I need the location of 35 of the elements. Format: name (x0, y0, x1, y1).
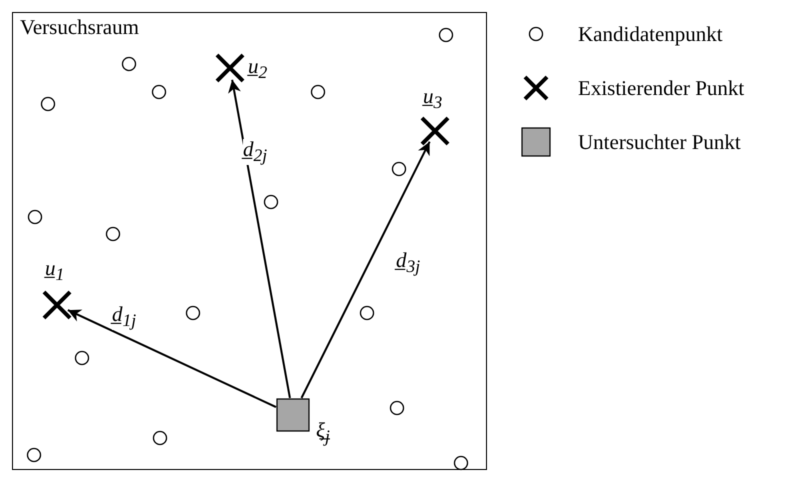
experiment-space-frame (12, 12, 487, 470)
point-label: u̲$_{2}$ (248, 56, 268, 82)
legend-label: Untersuchter Punkt (578, 130, 741, 155)
arrow (228, 80, 291, 398)
candidate-point (438, 26, 454, 42)
candidate-point (26, 208, 42, 224)
candidate-point (120, 56, 136, 72)
candidate-point (40, 96, 56, 112)
candidate-point (152, 430, 168, 446)
candidate-point (184, 304, 200, 320)
examined-point-square (276, 398, 310, 432)
candidate-point (452, 454, 468, 470)
existing-point-cross (212, 50, 246, 84)
arrow (67, 309, 276, 408)
candidate-point (390, 160, 406, 176)
edge-label: d̲$_{3j}$ (396, 250, 420, 276)
point-label: u̲$_{1}$ (45, 258, 64, 284)
edge-label: d̲$_{2j}$ (243, 139, 268, 165)
legend-label: Kandidatenpunkt (578, 22, 723, 47)
legend-label: Existierender Punkt (578, 76, 744, 101)
candidate-point (104, 226, 120, 242)
candidate-point (74, 350, 90, 366)
candidate-point (150, 84, 166, 100)
candidate-point (358, 304, 374, 320)
point-label: ξ̲$_{j}$ (316, 420, 330, 446)
candidate-point (310, 84, 326, 100)
existing-point-cross (40, 288, 74, 322)
candidate-point (26, 446, 42, 462)
existing-point-cross (418, 114, 452, 148)
candidate-point (388, 400, 404, 416)
candidate-point (262, 194, 278, 210)
frame-title: Versuchsraum (20, 15, 139, 40)
arrow (300, 141, 431, 398)
edge-label: d̲$_{1j}$ (112, 304, 136, 330)
point-label: u̲$_{3}$ (423, 86, 442, 112)
